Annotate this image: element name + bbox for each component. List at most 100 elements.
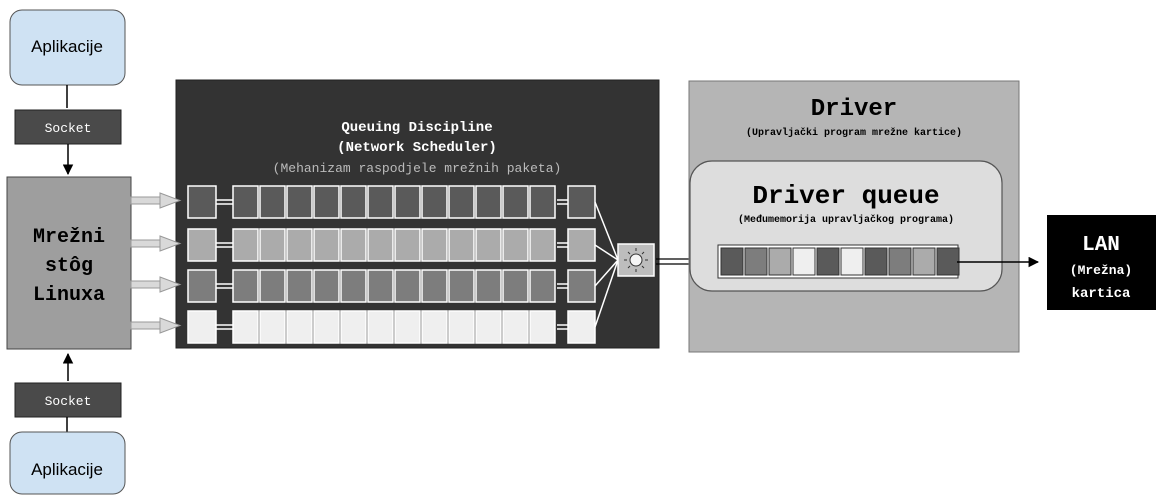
packet-cell (286, 310, 313, 344)
packet-cell (259, 269, 286, 303)
packet-cell (367, 269, 394, 303)
driver-queue-subtitle: (Međumemorija upravljačkog programa) (738, 214, 954, 226)
packet-cell (475, 185, 502, 219)
sun-icon (624, 248, 648, 272)
driver-queue-box: Driver queue (Međumemorija upravljačkog … (689, 160, 1003, 292)
packet-cell (232, 269, 259, 303)
packet-cell (313, 269, 340, 303)
packet-cell (313, 228, 340, 262)
packet-cell (475, 310, 502, 344)
packet-cell (286, 185, 313, 219)
driver-packet-cell (768, 247, 792, 276)
application-bottom-label: Aplikacije (31, 460, 103, 479)
packet-cell (340, 269, 367, 303)
stack-output-arrowhead (159, 192, 182, 209)
driver-queue-title: Driver queue (752, 181, 939, 211)
stack-output-arrow (130, 196, 164, 205)
queue-tail-cell (567, 185, 596, 219)
packet-cell (313, 185, 340, 219)
queue-to-scheduler-line (594, 244, 619, 261)
packet-cell (421, 269, 448, 303)
packet-cell (421, 228, 448, 262)
packet-cell (448, 310, 475, 344)
driver-queue-cells (717, 244, 960, 279)
driver-packet-cell (888, 247, 912, 276)
packet-cell (394, 228, 421, 262)
driver-packet-cell (840, 247, 864, 276)
queue-rows (130, 185, 619, 344)
socket-bottom-label: Socket (45, 394, 92, 409)
packet-cell (475, 228, 502, 262)
queue-to-scheduler-line (594, 259, 619, 287)
queue-tail-cell (567, 269, 596, 303)
application-bottom: Aplikacije (9, 431, 126, 495)
packet-cell (421, 185, 448, 219)
lan-title: LAN (1082, 234, 1120, 257)
scheduler (617, 243, 655, 277)
network-stack: Mrežni stôg Linuxa (6, 176, 132, 350)
packet-cell (448, 269, 475, 303)
queue-head-cell (187, 228, 217, 262)
queue-to-scheduler-line (594, 201, 619, 261)
packet-cell (340, 185, 367, 219)
stack-output-arrowhead (159, 235, 182, 252)
driver-packet-cell (816, 247, 840, 276)
driver-packet-cell (936, 247, 960, 276)
driver-packet-cell (792, 247, 816, 276)
driver-title: Driver (811, 96, 897, 123)
queue-to-scheduler-line (594, 259, 619, 328)
packet-cell (502, 310, 529, 344)
packet-cell (367, 228, 394, 262)
driver-packet-cell (912, 247, 936, 276)
driver-packet-cell (744, 247, 768, 276)
socket-top: Socket (14, 109, 122, 145)
packet-cell (313, 310, 340, 344)
packet-cell (232, 228, 259, 262)
packet-cell (394, 310, 421, 344)
application-top-label: Aplikacije (31, 37, 103, 56)
lan-line2: (Mrežna) (1070, 263, 1132, 278)
queuing-discipline-panel: Queuing Discipline (Network Scheduler) (… (130, 79, 660, 349)
driver-panel: Driver (Upravljački program mrežne karti… (688, 80, 1020, 353)
queue-head-cell (187, 269, 217, 303)
packet-cell (529, 185, 556, 219)
stack-output-arrow (130, 239, 164, 248)
packet-cell (529, 228, 556, 262)
packet-cell (448, 185, 475, 219)
stack-output-arrow (130, 321, 164, 330)
queue-head-cell (187, 185, 217, 219)
queue-tail-cell (567, 228, 596, 262)
queue-head-cell (187, 310, 217, 344)
packet-cell (529, 269, 556, 303)
packet-cell (502, 269, 529, 303)
packet-cell (286, 269, 313, 303)
packet-cell (502, 228, 529, 262)
packet-cell (232, 185, 259, 219)
packet-cell (232, 310, 259, 344)
packet-cell (340, 228, 367, 262)
stack-label-line2: stôg (45, 255, 93, 278)
lan-line3: kartica (1072, 286, 1131, 302)
driver-packet-cell (864, 247, 888, 276)
packet-cell (367, 310, 394, 344)
lan-card: LAN (Mrežna) kartica (1047, 215, 1156, 310)
socket-top-label: Socket (45, 121, 92, 136)
packet-cell (286, 228, 313, 262)
application-top: Aplikacije (9, 9, 126, 86)
qdisc-title-line1: Queuing Discipline (341, 120, 492, 136)
packet-cell (340, 310, 367, 344)
packet-cell (502, 185, 529, 219)
stack-label-line3: Linuxa (33, 284, 105, 307)
packet-cell (259, 185, 286, 219)
packet-cell (367, 185, 394, 219)
stack-output-arrow (130, 280, 164, 289)
qdisc-subtitle: (Mehanizam raspodjele mrežnih paketa) (273, 161, 562, 176)
driver-packet-cell (720, 247, 744, 276)
socket-bottom: Socket (14, 382, 122, 418)
queue-tail-cell (567, 310, 596, 344)
stack-label-line1: Mrežni (33, 226, 105, 249)
packet-cell (259, 228, 286, 262)
packet-cell (421, 310, 448, 344)
qdisc-title-line2: (Network Scheduler) (337, 140, 497, 156)
